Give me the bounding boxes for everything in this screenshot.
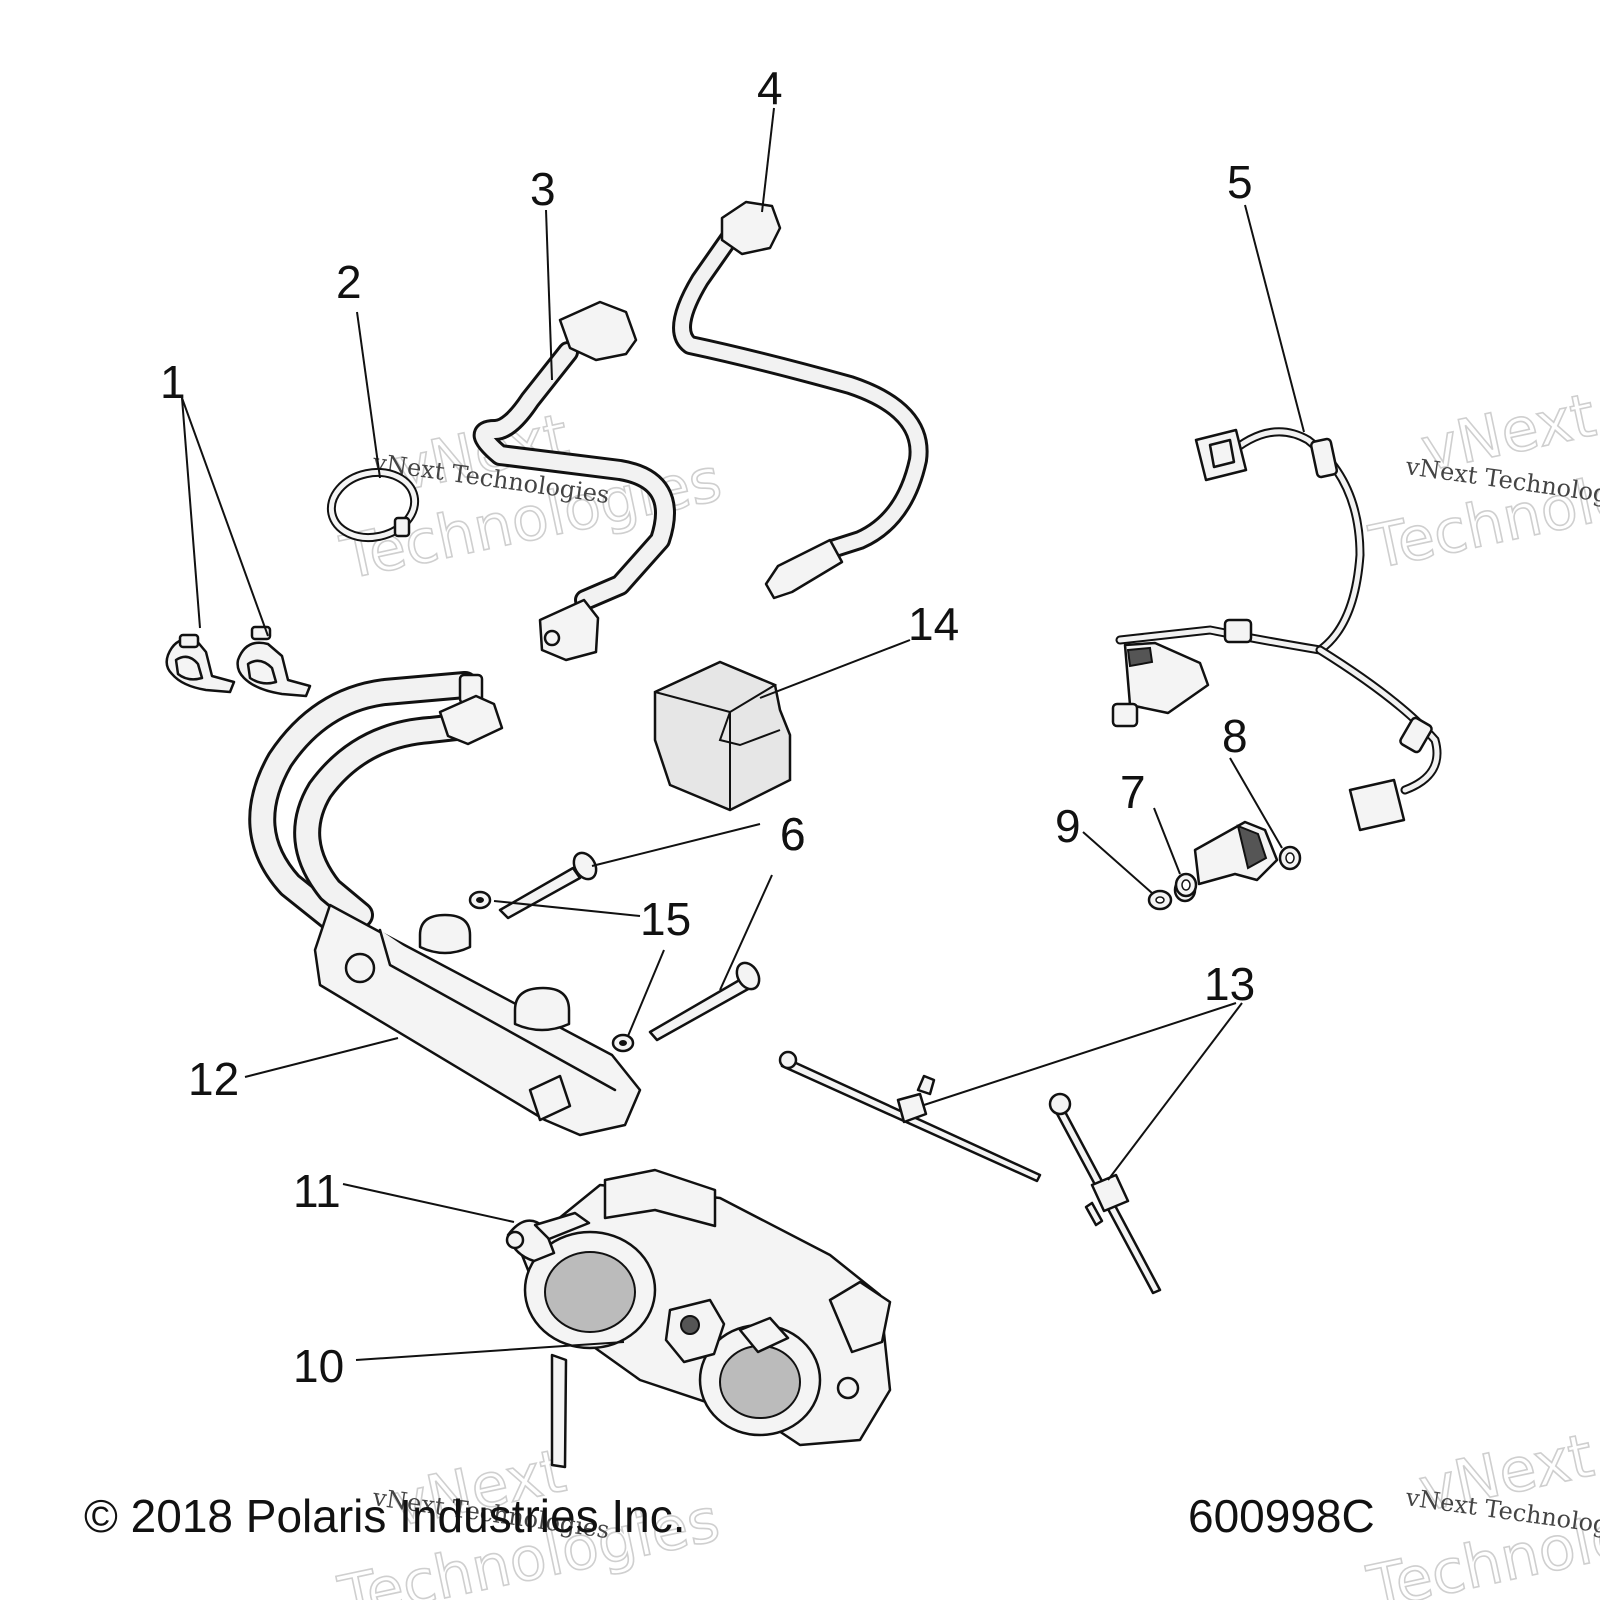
- drawing-number: 600998C: [1188, 1490, 1375, 1542]
- callout-10: 10: [293, 1340, 344, 1392]
- fuel-injector-upper: [1111, 641, 1210, 728]
- part-2-hose-clamp: [326, 468, 420, 542]
- part-3-fuel-line-short: [472, 300, 676, 662]
- part-8-seal: [1278, 845, 1302, 871]
- copyright-notice: © 2018 Polaris Industries Inc.: [84, 1490, 686, 1542]
- clip-left: [165, 633, 236, 694]
- callout-15: 15: [640, 893, 691, 945]
- part-13-cable-tie-right: [1048, 1092, 1162, 1295]
- part-14-foam-block: [653, 660, 792, 812]
- part-5-wiring-harness: [1115, 427, 1442, 832]
- part-6-bolt-lower: [648, 961, 761, 1042]
- part-1-clips: [165, 625, 312, 698]
- callout-14: 14: [908, 598, 959, 650]
- callout-6-upper: 6: [780, 808, 806, 860]
- callout-6-lower: 6: [780, 808, 806, 860]
- callout-8: 8: [1222, 710, 1248, 762]
- callout-3: 3: [530, 163, 556, 215]
- part-6-bolt-upper: [498, 851, 598, 920]
- callout-5: 5: [1227, 156, 1253, 208]
- part-4-fuel-line-long: [672, 200, 929, 600]
- callout-13: 13: [1204, 958, 1255, 1010]
- part-13-cable-tie-left: [778, 1050, 1042, 1183]
- callout-4: 4: [757, 62, 783, 114]
- leader-lines: [181, 107, 1305, 1361]
- callout-7: 7: [1120, 766, 1146, 818]
- part-11-throttle-gasket: [505, 1211, 591, 1263]
- callout-2: 2: [336, 256, 362, 308]
- clip-right: [236, 625, 312, 698]
- part-15-washers: [468, 890, 635, 1053]
- callout-11: 11: [293, 1165, 341, 1217]
- part-12-fuel-rail: [248, 671, 642, 1137]
- callout-9: 9: [1055, 800, 1081, 852]
- part-7-seal: [1174, 872, 1198, 898]
- part-10-throttle-body: [518, 1168, 892, 1469]
- part-9-seal: [1147, 889, 1173, 911]
- callout-12: 12: [188, 1053, 239, 1105]
- part-7-fuel-injector: [1173, 820, 1279, 903]
- callout-1: 1: [160, 356, 186, 408]
